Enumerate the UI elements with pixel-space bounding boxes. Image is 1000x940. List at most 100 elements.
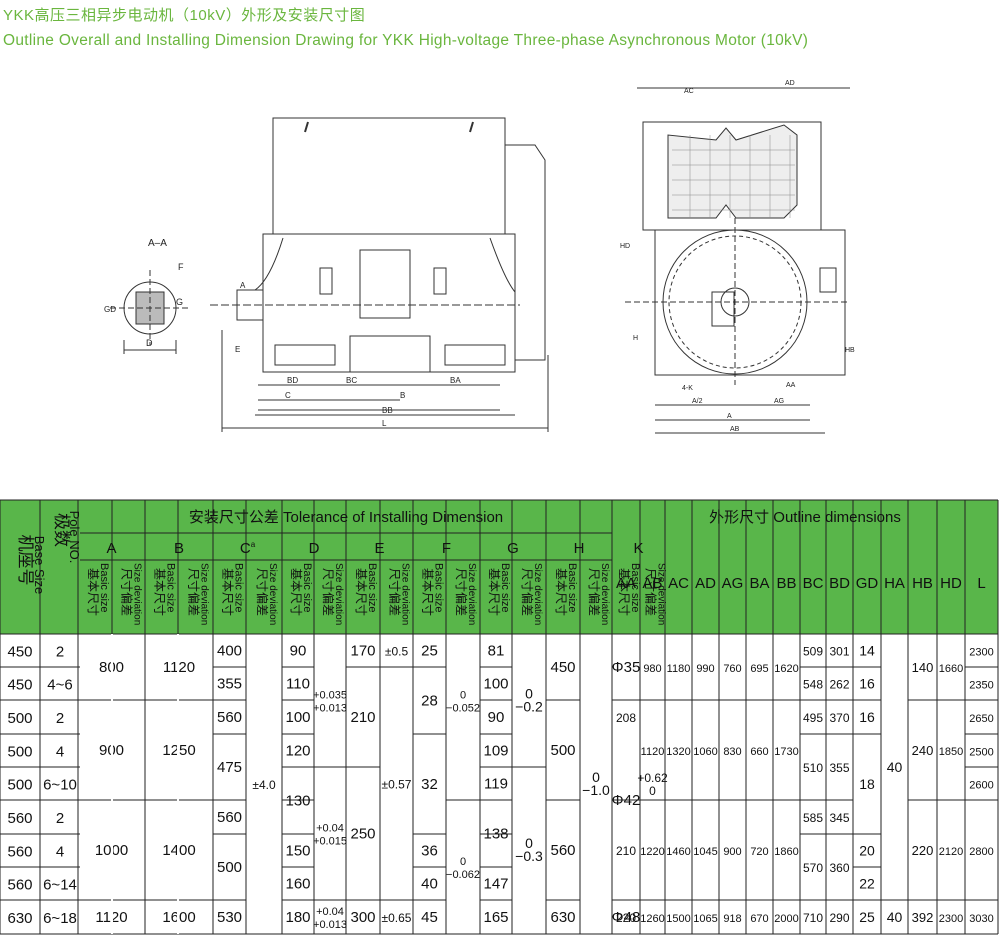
cell-base: 450 xyxy=(7,677,32,694)
dev-en-G: Size deviation xyxy=(532,563,543,625)
cell-AC: 1460 xyxy=(666,846,690,858)
cell-AA: 208 xyxy=(616,711,636,725)
basic-en-K: Basic size xyxy=(629,563,641,613)
cell-F: 28 xyxy=(421,693,438,710)
cell-D: 120 xyxy=(285,743,310,760)
cell-BA: 670 xyxy=(750,913,768,925)
outline-col-AA: AA xyxy=(616,575,636,592)
cell-G: 147 xyxy=(483,876,508,893)
cell-BD: 301 xyxy=(829,645,849,659)
cell-C: 475 xyxy=(217,759,242,776)
cell-BB: 1730 xyxy=(774,746,798,758)
cell-AA: 210 xyxy=(616,844,636,858)
dev-cn-H: 尺寸偏差 xyxy=(587,568,602,616)
dev-en-K: Size deviation xyxy=(656,563,667,625)
cell-pole: 6~14 xyxy=(43,877,77,894)
cell-base: 630 xyxy=(7,910,32,927)
cell-D: 110 xyxy=(286,676,310,693)
dev-en-A: Size deviation xyxy=(132,563,143,625)
cell-BC: 548 xyxy=(803,678,823,692)
install-col-A: A xyxy=(106,540,116,557)
cell-HD: 2300 xyxy=(939,913,963,925)
outline-col-BA: BA xyxy=(749,575,769,592)
outline-col-AC: AC xyxy=(668,575,689,592)
outline-col-AG: AG xyxy=(722,575,744,592)
dev-en-H: Size deviation xyxy=(599,563,610,625)
cell-G: 100 xyxy=(483,676,508,693)
cell-pole: 4 xyxy=(56,844,64,861)
group-outline-heading: 外形尺寸 Outline dimensions xyxy=(709,509,901,526)
cell-HD: 1850 xyxy=(939,746,963,758)
label-BB: BB xyxy=(382,406,393,415)
cell-AD: 990 xyxy=(696,663,714,675)
cell-D: 160 xyxy=(285,876,310,893)
cell-BA: 695 xyxy=(750,663,768,675)
cell-BD: 355 xyxy=(829,761,849,775)
cell-C: 500 xyxy=(217,859,242,876)
basic-cn-G: 基本尺寸 xyxy=(487,568,501,616)
label-AB: AB xyxy=(730,426,740,433)
cell-H: 450 xyxy=(550,659,575,676)
cell-D: 130 xyxy=(285,793,310,810)
cell-F: 36 xyxy=(421,843,438,860)
cell-C: 560 xyxy=(217,709,242,726)
base-size-en: Base Size xyxy=(32,536,47,595)
cell-BD: 360 xyxy=(829,861,849,875)
cell-HD: 1660 xyxy=(939,663,963,675)
label-AG: AG xyxy=(774,398,784,405)
cell-H: 630 xyxy=(550,909,575,926)
outline-col-BC: BC xyxy=(803,575,824,592)
cell-BD: 370 xyxy=(829,711,849,725)
basic-cn-C: 基本尺寸 xyxy=(221,568,235,616)
cell-BC: 495 xyxy=(803,711,823,725)
dev-en-B: Size deviation xyxy=(199,563,210,625)
cell-C: 560 xyxy=(217,809,242,826)
cell-GD: 25 xyxy=(859,909,875,925)
cell-BC: 510 xyxy=(803,761,823,775)
cell-K-dev-top: +0.62 xyxy=(637,771,668,785)
dev-cn-B: 尺寸偏差 xyxy=(187,568,202,616)
cell-pole: 4~6 xyxy=(47,677,72,694)
cell-AG: 900 xyxy=(723,846,741,858)
cell-G: 165 xyxy=(483,909,508,926)
label-BC: BC xyxy=(346,376,357,385)
dev-cn-D: 尺寸偏差 xyxy=(321,568,336,616)
label-L: L xyxy=(382,419,387,428)
cell-GD: 16 xyxy=(859,709,875,725)
cell-K: Φ48 xyxy=(612,909,641,926)
cell-GD: 20 xyxy=(859,843,875,859)
basic-en-A: Basic size xyxy=(98,563,110,613)
basic-en-D: Basic size xyxy=(301,563,313,613)
cell-base: 500 xyxy=(7,710,32,727)
cell-E: 170 xyxy=(350,643,375,660)
cell-L: 2300 xyxy=(969,647,993,659)
cell-C: 530 xyxy=(217,909,242,926)
cell-D-dev1-top: +0.035 xyxy=(313,690,347,702)
cell-AD: 1060 xyxy=(693,746,717,758)
label-G: G xyxy=(176,297,183,307)
cell-AA: 220 xyxy=(616,911,636,925)
cell-G: 81 xyxy=(488,643,505,660)
cell-H-dev-top: 0 xyxy=(592,769,600,785)
cell-base: 500 xyxy=(7,744,32,761)
basic-cn-A: 基本尺寸 xyxy=(86,568,100,616)
cell-L: 2500 xyxy=(969,747,993,759)
install-col-E: E xyxy=(374,540,384,557)
outline-col-HA: HA xyxy=(884,575,905,592)
cell-F-dev1-top: 0 xyxy=(460,690,466,702)
cell-BB: 1620 xyxy=(774,663,798,675)
cell-HB: 392 xyxy=(912,910,934,925)
basic-en-F: Basic size xyxy=(433,563,445,613)
cell-G: 119 xyxy=(484,776,508,793)
cell-pole: 6~18 xyxy=(43,910,77,927)
cell-E: 300 xyxy=(350,909,375,926)
cell-D-dev2-top: +0.04 xyxy=(316,823,344,835)
c-superscript: a xyxy=(251,540,256,549)
dev-cn-C: 尺寸偏差 xyxy=(255,568,270,616)
basic-en-G: Basic size xyxy=(499,563,511,613)
outline-col-BB: BB xyxy=(776,575,796,592)
cell-pole: 4 xyxy=(56,744,64,761)
dev-cn-F: 尺寸偏差 xyxy=(454,568,469,616)
cell-pole: 2 xyxy=(56,710,64,727)
